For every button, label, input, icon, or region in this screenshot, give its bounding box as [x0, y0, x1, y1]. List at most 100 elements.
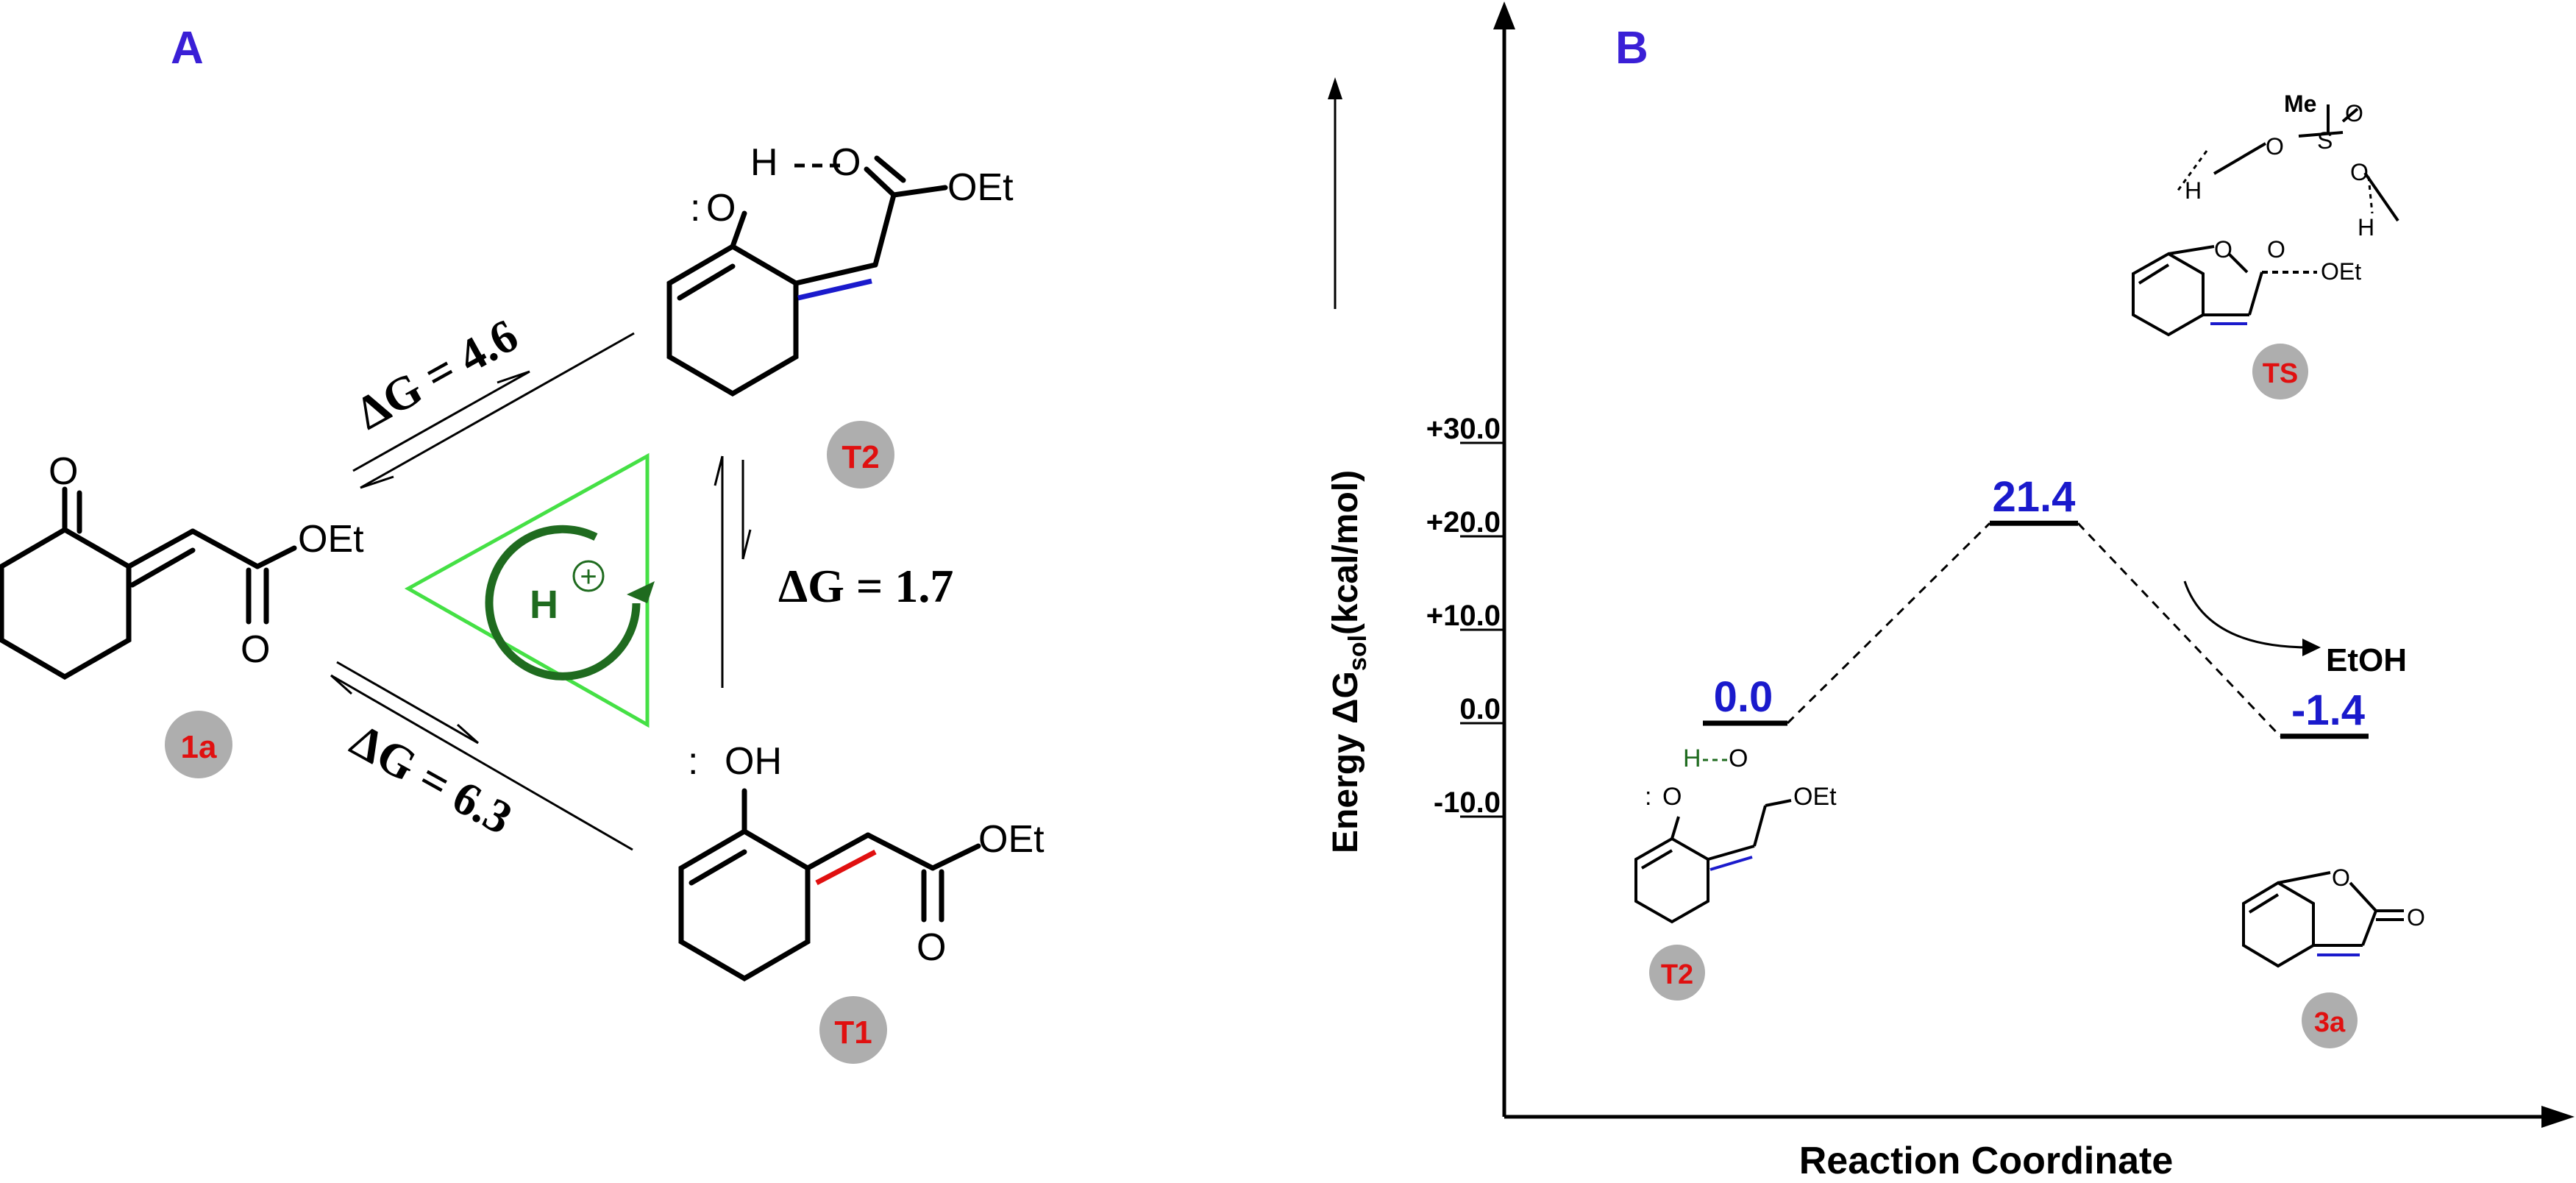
b-3a-ring [2242, 881, 2315, 968]
b-3a-ring-double [2248, 893, 2280, 914]
t2-o-bond [730, 210, 747, 249]
b-ts-s-o [2298, 131, 2344, 138]
b-t2-carbonyl-o: O [1729, 745, 1748, 772]
panel-b-label: B [1615, 23, 1648, 74]
b-3a-chain-2 [2361, 910, 2377, 946]
y-tick-label: +30.0 [1426, 413, 1501, 445]
eq-t2-t1-head1 [714, 455, 724, 486]
catalytic-cycle-arrow [485, 525, 641, 681]
b-ts-h-left: H [2185, 177, 2202, 204]
t2-label: T2 [842, 439, 879, 475]
t1-new-double-bond [815, 849, 877, 886]
y-axis-title-main: Energy ΔG [1326, 671, 1365, 853]
b-ts-o-right: O [2350, 159, 2369, 185]
1a-carbonyl-o: O [241, 628, 270, 671]
t1-hydroxyl: OH [725, 740, 782, 783]
t2-carbonyl-bond [864, 166, 897, 198]
y-axis-title-sub: sol [1344, 635, 1372, 671]
catalyst-h: H [530, 583, 558, 627]
connector-dashed [2077, 522, 2282, 737]
y-tick-label: 0.0 [1459, 693, 1501, 725]
1a-chain-bond [190, 528, 260, 569]
y-axis-title-unit: (kcal/mol) [1326, 470, 1365, 635]
b-ts-chain-2 [2248, 271, 2263, 316]
y-axis-title-arrowhead [1328, 77, 1342, 99]
eq-arrows-1a-t1 [330, 661, 633, 851]
t2-ester-oet: OEt [947, 166, 1014, 209]
catalyst-charge: + [580, 561, 597, 593]
b-3a-ring-o: O [2332, 864, 2350, 891]
t1-carbonyl-o: O [917, 926, 946, 969]
eq-arrows-1a-t2 [352, 332, 635, 489]
b-t2-new-double [1709, 856, 1753, 871]
y-tick-label: +10.0 [1426, 600, 1501, 632]
b-t2-exo [1707, 845, 1755, 861]
b-ts-h-right: H [2358, 214, 2374, 241]
catalytic-triangle [404, 452, 650, 728]
1a-exo-bond [126, 528, 196, 569]
eq-1a-t1-head2 [457, 723, 479, 745]
eq-1a-t2-label: ΔG = 4.6 [347, 309, 526, 440]
b-ts-o-ring [2168, 245, 2215, 255]
eq-1a-t2-head2 [497, 370, 530, 384]
b-ts-so-left [2213, 142, 2267, 175]
y-tick-label: -10.0 [1434, 786, 1501, 819]
t2-exo-bond [793, 262, 878, 286]
b-t2-lone-pair: : [1645, 783, 1651, 811]
eq-1a-t1-forward [336, 661, 479, 745]
b-ts-ring-o: O [2214, 236, 2232, 263]
compound-t2 [666, 155, 948, 397]
b-ts-lactone [2227, 252, 2249, 274]
eq-1a-t2-head1 [360, 475, 394, 489]
t1-exo-bond [805, 832, 871, 871]
b-3a-lactone [2349, 881, 2377, 912]
eq-arrows-t2-t1 [714, 455, 752, 688]
b-t2-ester-bond [1765, 799, 1792, 807]
t1-lone-pair: : [688, 740, 698, 783]
b-ts-so-right [2363, 171, 2399, 222]
panel-b: B Energy ΔGsol(kcal/mol) Reaction Coordi… [1326, 1, 2575, 1182]
eq-t2-t1-label: ΔG = 1.7 [778, 560, 953, 612]
t1-ester-oet: OEt [978, 818, 1045, 861]
b-t2-h: H [1683, 745, 1701, 772]
connector-dashed [1786, 522, 1991, 725]
x-axis-title: Reaction Coordinate [1799, 1140, 2174, 1179]
energy-value-label: 21.4 [1993, 473, 2076, 521]
compound-t1 [678, 788, 981, 982]
eq-1a-t1-back [330, 674, 633, 851]
eq-t2-t1-head2 [741, 529, 752, 560]
t2-lone-pair: : [690, 187, 700, 230]
b-t2-chain [1753, 805, 1767, 847]
1a-ester-oet: OEt [298, 518, 364, 561]
etoh-label: EtOH [2326, 642, 2407, 678]
svg-text:Energy ΔGsol(kcal/mol): Energy ΔGsol(kcal/mol) [1326, 470, 1372, 853]
t2-new-double-bond [797, 278, 872, 301]
y-ticks: +30.0 +20.0 +10.0 0.0 -10.0 [1426, 413, 1504, 819]
t1-label: T1 [834, 1015, 872, 1051]
t2-h: H [750, 141, 778, 184]
eq-1a-t2-forward [360, 332, 635, 489]
compound-1a [0, 486, 297, 681]
b-3a-structure [2242, 871, 2404, 968]
b-3a-label: 3a [2314, 1007, 2346, 1038]
b-ts-o-left: O [2266, 133, 2284, 160]
y-axis-arrowhead [1493, 1, 1515, 29]
etoh-release-arrow [2183, 580, 2310, 649]
t1-ester-o-bond [930, 843, 981, 871]
x-axis-arrowhead [2541, 1106, 2575, 1128]
b-t2-ring-double [1640, 849, 1673, 870]
1a-ring [0, 526, 132, 681]
b-t2-o: O [1662, 783, 1682, 811]
b-ts-ring-double [2138, 263, 2170, 285]
b-ts-me: Me [2284, 90, 2316, 117]
1a-ester-o-bond [255, 545, 297, 569]
eq-1a-t2-back [352, 370, 530, 472]
t2-hydroxyl-o: O [706, 187, 736, 230]
t2-badge [827, 421, 894, 489]
t1-badge [819, 996, 887, 1064]
catalyst-charge-circle [572, 560, 605, 592]
y-tick-label: +20.0 [1426, 506, 1501, 539]
b-ts-hbond-2 [2367, 176, 2374, 214]
